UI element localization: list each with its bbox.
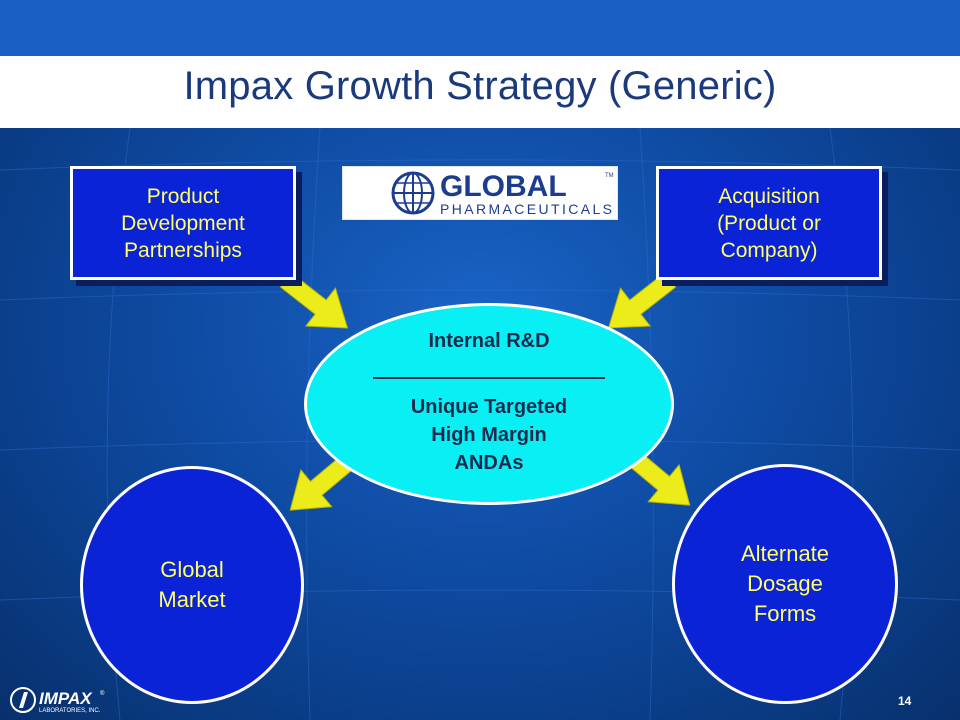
- title-band: [0, 56, 960, 128]
- impax-logo-graphic: IMPAX LABORATORIES, INC. ®: [10, 687, 105, 714]
- global-word: GLOBAL: [440, 170, 567, 203]
- ellipse-divider: [373, 377, 605, 379]
- internal-rd-heading: Internal R&D: [428, 330, 550, 352]
- top-bar: [0, 0, 960, 56]
- page-number: 14: [898, 694, 912, 708]
- globe-icon: [391, 171, 435, 215]
- global-pharmaceuticals-logo: GLOBAL PHARMACEUTICALS TM: [342, 166, 618, 220]
- trademark-mark: TM: [605, 173, 614, 179]
- global-pharma-logo-graphic: GLOBAL PHARMACEUTICALS TM: [391, 170, 614, 217]
- impax-logo: IMPAX LABORATORIES, INC. ®: [10, 686, 126, 714]
- acquisition-box: Acquisition (Product or Company): [656, 166, 882, 280]
- product-development-box: Product Development Partnerships: [70, 166, 296, 280]
- impax-registered-mark: ®: [100, 690, 105, 697]
- global-market-circle: Global Market: [80, 466, 304, 704]
- alternate-dosage-circle: Alternate Dosage Forms: [672, 464, 898, 704]
- impax-subtext: LABORATORIES, INC.: [39, 708, 101, 714]
- impax-emblem-icon: [10, 687, 36, 713]
- internal-rd-ellipse: Internal R&D Unique Targeted High Margin…: [304, 303, 674, 505]
- internal-rd-body: Unique Targeted High Margin ANDAs: [410, 396, 568, 474]
- impax-word: IMPAX: [39, 689, 93, 708]
- slide-title: Impax Growth Strategy (Generic): [183, 64, 777, 108]
- global-market-label: Global Market: [158, 557, 226, 612]
- product-development-label: Product Development Partnerships: [121, 184, 245, 262]
- alternate-dosage-label: Alternate Dosage Forms: [740, 541, 830, 626]
- pharmaceuticals-word: PHARMACEUTICALS: [440, 201, 612, 217]
- acquisition-label: Acquisition (Product or Company): [717, 184, 821, 262]
